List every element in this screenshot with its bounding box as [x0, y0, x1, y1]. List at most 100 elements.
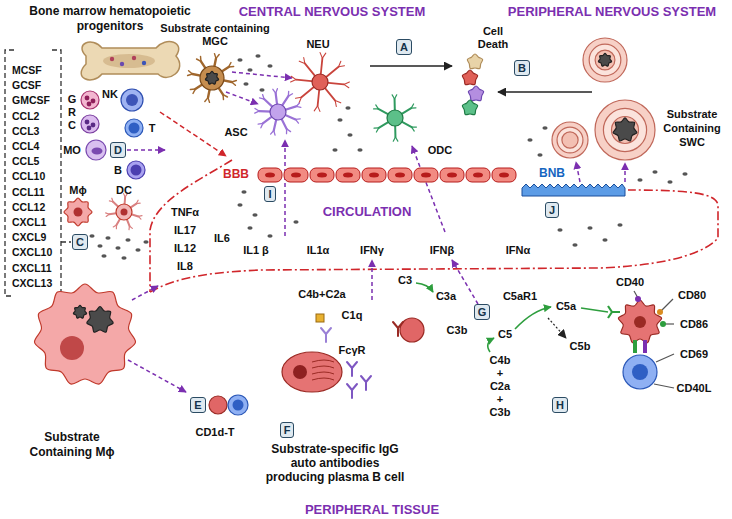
- neuron-cell: [299, 61, 305, 63]
- dendritic-cell: [116, 225, 117, 229]
- callout-letter: G: [478, 306, 487, 318]
- endothelial-cell: [414, 168, 438, 182]
- cell-label: NK: [102, 88, 118, 101]
- cytokine-name: CCL12: [12, 201, 45, 213]
- antibody-symbol: [321, 328, 331, 342]
- marker-leader: [656, 354, 674, 362]
- neuron-cell: [296, 80, 314, 82]
- death-arrow: [370, 66, 592, 92]
- dead-cell: [462, 100, 477, 115]
- cytokine-dot: [143, 240, 148, 244]
- endothelial-cell: [466, 168, 490, 182]
- neuron-cell: [321, 58, 323, 76]
- callout-letter: E: [194, 399, 201, 411]
- callout-letter: F: [284, 424, 291, 436]
- receptor-label: FcγR: [339, 344, 366, 357]
- cytokine-dot: [259, 88, 264, 92]
- cytokine-dot: [243, 82, 248, 86]
- cell-nucleus: [131, 165, 142, 176]
- cell-body: [87, 126, 92, 131]
- flow-arrow: [127, 72, 625, 392]
- microglia-cell: [229, 63, 231, 67]
- nerve-barrier-band: [522, 184, 625, 196]
- schwann-cell: [595, 50, 615, 70]
- cell-label: T: [149, 122, 156, 135]
- flow-arrow: [232, 72, 292, 78]
- callout-box: C: [72, 234, 88, 250]
- complement-label: C4b+C2a: [298, 288, 345, 301]
- substrate-aggregate: [613, 118, 637, 141]
- complement-label: C3: [398, 274, 412, 287]
- endothelial-cell: [336, 168, 360, 182]
- microglia-cell: [232, 80, 237, 81]
- cytokine-name: IL8: [177, 260, 193, 273]
- endothelial-cell: [310, 168, 334, 182]
- flow-arrow: [624, 163, 626, 182]
- receptor-symbol: [660, 321, 666, 327]
- dendritic-cell: [106, 214, 109, 216]
- antibody-symbol: [361, 376, 371, 390]
- microglia-cell: [193, 89, 195, 93]
- plasma-cell: [282, 352, 342, 392]
- cytokine-dot: [345, 106, 350, 110]
- cytokine-name: IL1α: [307, 244, 330, 257]
- cell-nucleus: [395, 173, 405, 178]
- dendritic-cell: [618, 300, 661, 343]
- cell-label: Substrate Containing Mϕ: [17, 430, 127, 460]
- endothelial-cell: [492, 168, 516, 182]
- flow-arrow: [132, 286, 158, 300]
- cell-nucleus: [60, 336, 84, 360]
- cytokine-dot: [652, 170, 657, 174]
- cytokine-name: CXCL1: [12, 216, 46, 228]
- cytokine-name: TNFα: [171, 206, 199, 219]
- oligodendrocyte-cell: [395, 137, 397, 141]
- cell-label: Substrate-specific IgG auto antibodies p…: [260, 442, 410, 484]
- cell-nucleus: [343, 173, 353, 178]
- schwann-cell: [552, 122, 588, 158]
- callout-letter: H: [556, 399, 564, 411]
- cell-nucleus: [499, 173, 509, 178]
- substrate-aggregate: [205, 71, 218, 84]
- cell-nucleus: [92, 148, 103, 155]
- cytokine-name: GCSF: [12, 79, 41, 91]
- receptor-symbol: [608, 306, 620, 318]
- callout-letter: J: [549, 204, 555, 216]
- cytokine-name: CCL2: [12, 110, 39, 122]
- neuron-cell: [318, 88, 320, 106]
- complement-label: C3b: [447, 324, 468, 337]
- cell-nucleus: [121, 209, 128, 216]
- cytokine-dot: [557, 228, 562, 232]
- cell-nucleus: [233, 400, 244, 411]
- cell-nucleus: [473, 173, 483, 178]
- complement-label: C5a: [556, 300, 576, 313]
- nk-cell: [121, 89, 143, 111]
- cell-nucleus: [74, 208, 83, 217]
- endothelial-cell: [362, 168, 386, 182]
- neuron-cell: [326, 83, 344, 85]
- cleavage-arrow: [548, 318, 566, 338]
- callout-box: J: [545, 202, 559, 218]
- cell-organelle: [312, 366, 334, 368]
- antibody-symbol: [393, 322, 403, 336]
- cytokine-dot: [247, 226, 252, 230]
- t-cell: [623, 355, 657, 389]
- cell-nucleus: [447, 173, 457, 178]
- region-title: CENTRAL NERVOUS SYSTEM: [239, 5, 426, 20]
- antibody-symbol: [347, 362, 357, 376]
- t-cell: [228, 395, 248, 415]
- microglia-cell: [208, 98, 209, 103]
- oligodendrocyte-cell: [412, 127, 417, 128]
- flow-arrow: [127, 149, 165, 151]
- microglia-cell: [197, 59, 201, 61]
- cytokine-dot: [682, 172, 687, 176]
- schwann-cell: [583, 38, 627, 82]
- cell-body: [91, 123, 96, 128]
- cytokine-name: IL1 β: [243, 244, 269, 257]
- cytokine-dot: [337, 118, 342, 122]
- cell-nucleus: [291, 173, 301, 178]
- neuron-cell: [299, 97, 301, 103]
- cleavage-arrow: [416, 283, 608, 352]
- cytokine-name: CCL10: [12, 170, 45, 182]
- cleavage-arrow: [581, 308, 608, 312]
